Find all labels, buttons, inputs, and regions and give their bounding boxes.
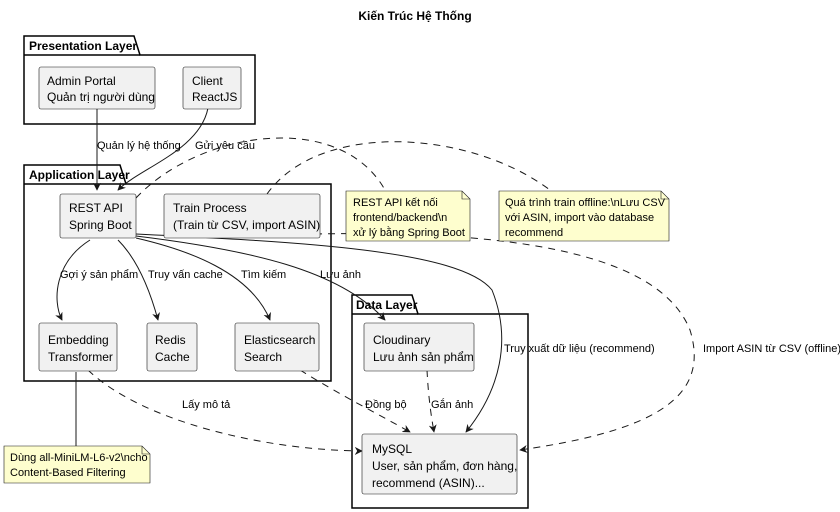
data-layer-label: Data Layer [356, 298, 418, 312]
note-train-line2: với ASIN, import vào database [505, 212, 654, 224]
presentation-layer-label: Presentation Layer [29, 39, 137, 53]
diagram-title: Kiến Trúc Hệ Thống [358, 9, 471, 23]
edge-label-elastic-mysql: Đồng bộ [365, 399, 407, 411]
node-train-process-line1: Train Process [173, 201, 247, 215]
edge-label-rest-mysql: Truy xuất dữ liệu (recommend) [504, 343, 655, 355]
edge-rest-to-mysql [135, 233, 503, 433]
note-rest-api: REST API kết nối frontend/backend\n xử l… [345, 190, 471, 242]
node-admin-portal: Admin Portal Quản trị người dùng [38, 66, 156, 110]
node-redis-line2: Cache [155, 350, 190, 364]
node-redis-line1: Redis [155, 333, 186, 347]
note-train-line1: Quá trình train offline:\nLưu CSV [505, 197, 666, 209]
edge-train-to-mysql [314, 233, 695, 453]
edge-labels: Quản lý hệ thống Gửi yêu cầu Gợi ý sản p… [60, 140, 840, 411]
edges [55, 107, 695, 455]
edge-label-rest-redis: Truy vấn cache [148, 269, 223, 281]
edge-cloudinary-to-mysql [426, 369, 437, 433]
node-embedding-line1: Embedding [48, 333, 109, 347]
node-mysql: MySQL User, sản phẩm, đơn hàng, recommen… [361, 433, 518, 495]
node-redis-cache: Redis Cache [146, 322, 198, 372]
node-elasticsearch-line1: Elasticsearch [244, 333, 315, 347]
node-admin-portal-line1: Admin Portal [47, 74, 116, 88]
edge-elasticsearch-to-mysql [299, 369, 411, 433]
edge-rest-to-elasticsearch [135, 237, 271, 321]
node-cloudinary-line1: Cloudinary [373, 333, 430, 347]
edge-label-cloud-mysql: Gắn ảnh [431, 398, 473, 411]
node-elasticsearch-search: Elasticsearch Search [234, 322, 320, 372]
node-client-line2: ReactJS [192, 90, 237, 104]
edge-label-train-mysql: Import ASIN từ CSV (offline) [703, 343, 840, 355]
node-rest-api-line1: REST API [69, 201, 123, 215]
node-train-process-line2: (Train từ CSV, import ASIN) [173, 218, 320, 232]
edge-label-rest-embedding: Gợi ý sản phẩm [60, 269, 138, 281]
edge-embedding-to-mysql [87, 369, 363, 455]
node-client-line1: Client [192, 74, 223, 88]
edge-label-embed-mysql: Lấy mô tả [182, 399, 231, 411]
edge-rest-to-cloudinary [135, 235, 386, 321]
node-elasticsearch-line2: Search [244, 350, 282, 364]
edge-rest-to-redis [117, 239, 160, 321]
note-embed-line2: Content-Based Filtering [10, 467, 126, 479]
node-embedding-transformer: Embedding Transformer [38, 322, 118, 372]
note-embed-line1: Dùng all-MiniLM-L6-v2\ncho [10, 452, 148, 464]
note-rest-line1: REST API kết nối [353, 197, 438, 209]
note-rest-line3: xử lý bằng Spring Boot [353, 226, 465, 239]
application-layer-label: Application Layer [29, 168, 130, 182]
edge-rest-to-embedding [55, 239, 91, 321]
node-admin-portal-line2: Quản trị người dùng [47, 90, 155, 104]
note-embedding: Dùng all-MiniLM-L6-v2\ncho Content-Based… [3, 445, 151, 484]
edge-label-client-rest: Gửi yêu cầu [195, 140, 255, 152]
node-cloudinary: Cloudinary Lưu ảnh sản phẩm [363, 322, 475, 372]
node-client: Client ReactJS [182, 66, 242, 110]
node-mysql-line2: User, sản phẩm, đơn hàng, [372, 459, 517, 473]
note-train-line3: recommend [505, 227, 563, 239]
note-train-process: Quá trình train offline:\nLưu CSV với AS… [498, 190, 670, 242]
note-link-train [266, 141, 551, 195]
node-mysql-line1: MySQL [372, 442, 412, 456]
edge-label-rest-elastic: Tìm kiếm [241, 269, 286, 281]
edge-client-to-rest [117, 107, 209, 191]
node-cloudinary-line2: Lưu ảnh sản phẩm [373, 350, 474, 364]
edge-label-admin-rest: Quản lý hệ thống [97, 140, 181, 152]
node-rest-api: REST API Spring Boot [59, 193, 137, 239]
node-rest-api-line2: Spring Boot [69, 218, 132, 232]
edge-label-rest-cloud: Lưu ảnh [320, 269, 361, 281]
node-train-process: Train Process (Train từ CSV, import ASIN… [163, 193, 321, 239]
note-rest-line2: frontend/backend\n [353, 212, 447, 224]
node-embedding-line2: Transformer [48, 350, 113, 364]
node-mysql-line3: recommend (ASIN)... [372, 476, 485, 490]
note-link-rest [135, 137, 386, 199]
